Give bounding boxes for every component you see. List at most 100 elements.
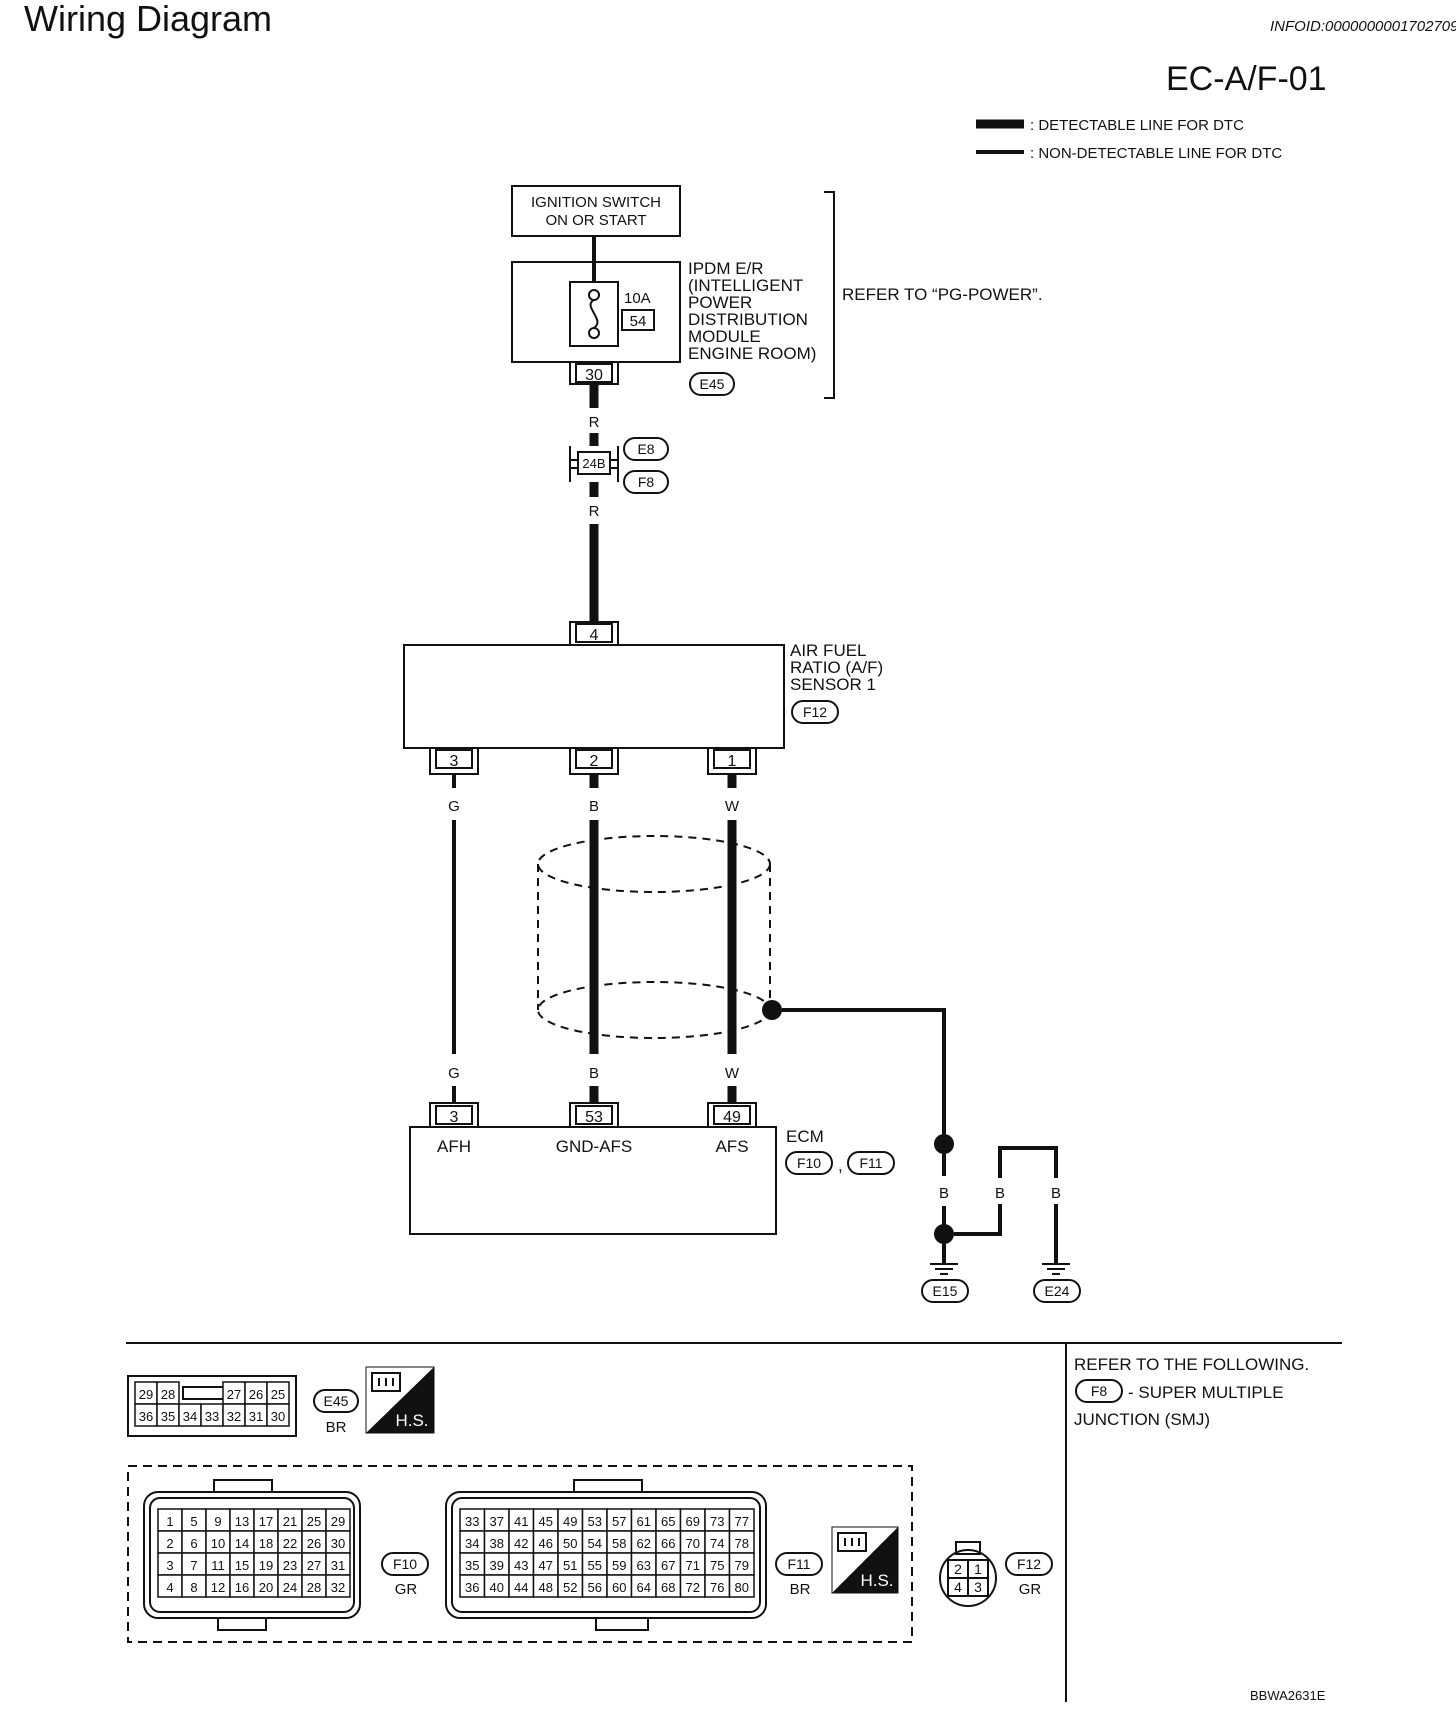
f10-pin-label: 23 xyxy=(283,1558,297,1573)
f11-pin-label: 64 xyxy=(637,1580,651,1595)
e45-cell xyxy=(266,1403,290,1427)
f11-pin-label: 74 xyxy=(710,1536,724,1551)
f11-pin-label: 66 xyxy=(661,1536,675,1551)
f11-pin-label: 67 xyxy=(661,1558,675,1573)
joint-connector-24b: 24B xyxy=(569,446,619,482)
f11-pin-label: 62 xyxy=(637,1536,651,1551)
page-title: Wiring Diagram xyxy=(24,0,272,39)
f10-pin-label: 12 xyxy=(211,1580,225,1595)
ecm-terminal-afs: AFS xyxy=(715,1137,748,1156)
ipdm-label-line5: MODULE xyxy=(688,327,761,346)
svg-text:53: 53 xyxy=(585,1109,603,1126)
connector-tag-e15: E15 xyxy=(921,1279,969,1303)
ipdm-label-line6: ENGINE ROOM) xyxy=(688,344,816,363)
f10-pin-label: 10 xyxy=(211,1536,225,1551)
e45-pin-label: 30 xyxy=(271,1409,285,1424)
svg-text:49: 49 xyxy=(723,1109,741,1126)
svg-text:E24: E24 xyxy=(1045,1283,1070,1299)
e45-pin-label: 32 xyxy=(227,1409,241,1424)
connector-tag-f10-top: F10 xyxy=(785,1151,833,1175)
f12-pin-3: 3 xyxy=(974,1579,982,1595)
smj-note-line2: JUNCTION (SMJ) xyxy=(1074,1410,1210,1429)
f11-color: BR xyxy=(790,1581,811,1598)
f11-pin-label: 80 xyxy=(735,1580,749,1595)
wire-color-w-top: W xyxy=(725,798,740,815)
ecm-pin-49: 49 xyxy=(707,1102,757,1127)
wire-color-g-bottom: G xyxy=(448,1065,460,1082)
f10-pin-label: 11 xyxy=(211,1558,225,1573)
f10-pin-label: 13 xyxy=(235,1514,249,1529)
f10-pin-label: 17 xyxy=(259,1514,273,1529)
e45-pin-label: 33 xyxy=(205,1409,219,1424)
f11-pin-label: 70 xyxy=(686,1536,700,1551)
f11-pin-label: 56 xyxy=(588,1580,602,1595)
hs-icon-e45: H.S. xyxy=(365,1366,435,1434)
e45-pin-label: 25 xyxy=(271,1387,285,1402)
wire-color-b-top: B xyxy=(589,798,599,815)
f12-pin-4: 4 xyxy=(954,1579,962,1595)
f12-pin-2: 2 xyxy=(954,1561,962,1577)
fuse-rating: 10A xyxy=(624,290,651,307)
f10-pin-label: 24 xyxy=(283,1580,297,1595)
wire-color-ground-b-1: B xyxy=(939,1185,949,1202)
f10-pin-label: 26 xyxy=(307,1536,321,1551)
e45-pin-label: 36 xyxy=(139,1409,153,1424)
f11-pin-label: 60 xyxy=(612,1580,626,1595)
ground-symbol-e15 xyxy=(930,1263,958,1275)
e45-pin-label: 31 xyxy=(249,1409,263,1424)
wire-color-ground-b-2: B xyxy=(995,1185,1005,1202)
f10-pin-label: 22 xyxy=(283,1536,297,1551)
refer-pg-power-note: REFER TO “PG-POWER”. xyxy=(842,285,1043,304)
ipdm-label-line4: DISTRIBUTION xyxy=(688,310,808,329)
wire-color-r-1: R xyxy=(589,414,600,431)
ecm-terminal-afh: AFH xyxy=(437,1137,471,1156)
connector-tag-f12-bottom: F12 xyxy=(1005,1552,1053,1576)
f11-pin-label: 48 xyxy=(539,1580,553,1595)
wire-color-r-2: R xyxy=(589,503,600,520)
connector-tag-e45-bottom: E45 xyxy=(313,1389,359,1413)
e45-housing xyxy=(127,1375,297,1437)
f11-pin-label: 40 xyxy=(490,1580,504,1595)
f10-pin-label: 1 xyxy=(166,1514,173,1529)
e45-color: BR xyxy=(326,1419,347,1436)
connector-tag-e24: E24 xyxy=(1033,1279,1081,1303)
f11-pin-label: 39 xyxy=(490,1558,504,1573)
svg-text:F8: F8 xyxy=(1091,1383,1108,1399)
f10-pin-label: 28 xyxy=(307,1580,321,1595)
svg-text:F10: F10 xyxy=(797,1155,821,1171)
fuse-terminal-top xyxy=(588,289,600,301)
ignition-switch-line1: IGNITION SWITCH xyxy=(531,194,661,211)
e45-pin-label: 35 xyxy=(161,1409,175,1424)
f11-pin-label: 42 xyxy=(514,1536,528,1551)
hs-label-e45: H.S. xyxy=(395,1411,428,1430)
f10-pin-label: 3 xyxy=(166,1558,173,1573)
af-sensor-pin-2: 2 xyxy=(569,748,619,775)
ignition-switch-box: IGNITION SWITCH ON OR START xyxy=(511,185,681,237)
legend-detectable-label: : DETECTABLE LINE FOR DTC xyxy=(1030,117,1244,134)
svg-text:E15: E15 xyxy=(933,1283,958,1299)
svg-text:F12: F12 xyxy=(803,704,827,720)
f11-pin-label: 69 xyxy=(686,1514,700,1529)
smj-note-line1: - SUPER MULTIPLE xyxy=(1128,1383,1284,1402)
f10-pin-label: 25 xyxy=(307,1514,321,1529)
legend: : DETECTABLE LINE FOR DTC : NON-DETECTAB… xyxy=(976,117,1282,162)
f11-pin-label: 61 xyxy=(637,1514,651,1529)
figure-code: BBWA2631E xyxy=(1250,1688,1326,1703)
ecm-pin-3: 3 xyxy=(429,1102,479,1127)
wire-color-ground-b-3: B xyxy=(1051,1185,1061,1202)
svg-text:1: 1 xyxy=(728,753,737,770)
f11-pin-label: 53 xyxy=(588,1514,602,1529)
f10-color: GR xyxy=(395,1581,418,1598)
f11-pin-label: 37 xyxy=(490,1514,504,1529)
svg-text:F12: F12 xyxy=(1017,1556,1041,1572)
info-id: INFOID:0000000001702709 xyxy=(1270,18,1456,35)
f10-pin-label: 31 xyxy=(331,1558,345,1573)
refer-following-note: REFER TO THE FOLLOWING. xyxy=(1074,1355,1309,1374)
svg-text:E8: E8 xyxy=(637,441,654,457)
f10-pin-label: 5 xyxy=(190,1514,197,1529)
f11-pin-label: 68 xyxy=(661,1580,675,1595)
